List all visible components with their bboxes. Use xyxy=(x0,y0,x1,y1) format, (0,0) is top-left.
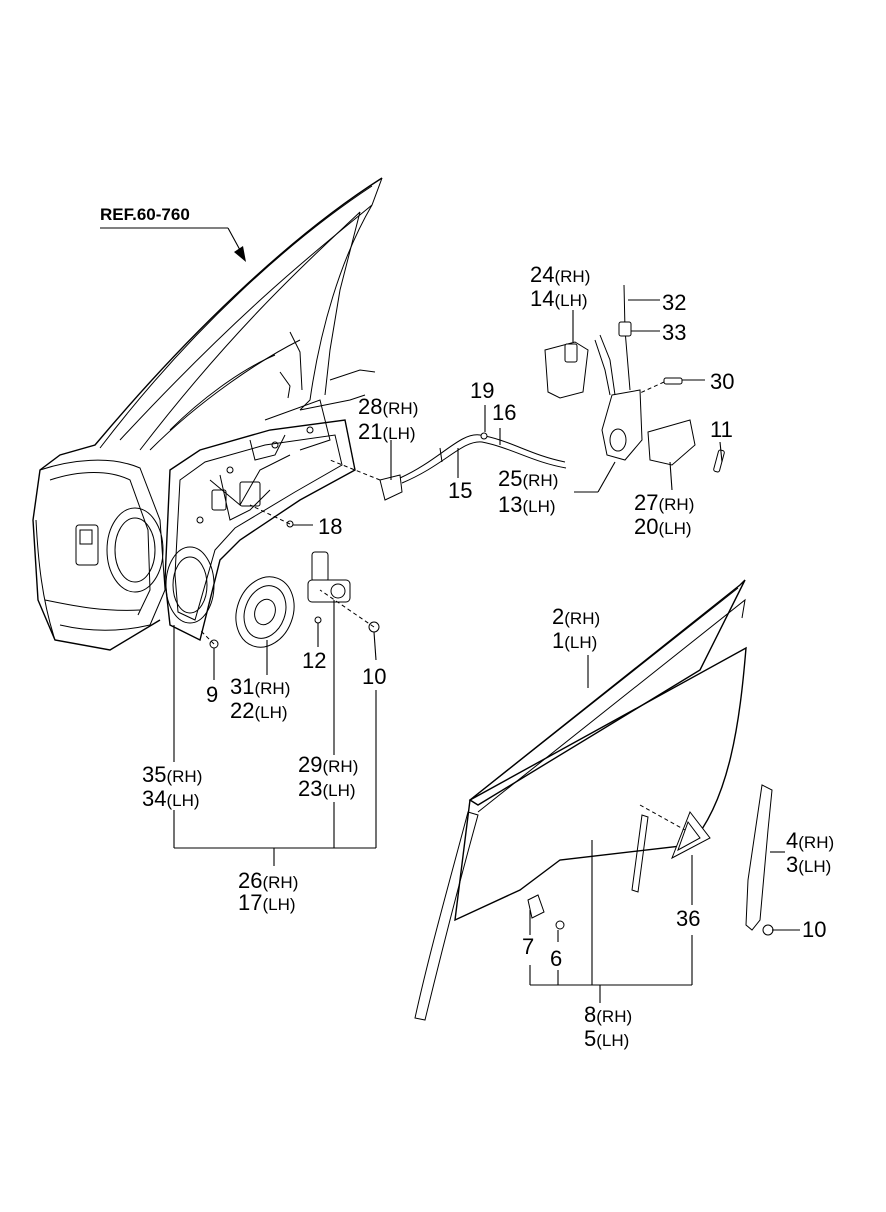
label-3: 3(LH) xyxy=(786,852,831,877)
handle-rods-illustration xyxy=(399,434,567,484)
label-9: 9 xyxy=(206,682,218,707)
inside-handle-illustration xyxy=(379,474,403,501)
label-29: 29(RH) xyxy=(298,752,358,777)
label-30: 30 xyxy=(710,369,734,394)
label-13: 13(LH) xyxy=(498,492,556,517)
glass-channel-illustration xyxy=(631,814,649,893)
label-2: 2(RH) xyxy=(552,604,600,629)
label-21: 21(LH) xyxy=(358,419,416,444)
part-labels: 28(RH) 21(LH) 18 12 10 9 31(RH) 22(LH) 2… xyxy=(142,262,834,1051)
outside-handle-illustration xyxy=(544,341,589,399)
label-1: 1(LH) xyxy=(552,628,597,653)
label-5: 5(LH) xyxy=(584,1026,629,1051)
label-19: 19 xyxy=(470,378,494,403)
label-32: 32 xyxy=(662,290,686,315)
label-23: 23(LH) xyxy=(298,776,356,801)
leader-lines xyxy=(173,299,800,1003)
label-22: 22(LH) xyxy=(230,698,288,723)
reference-pointer xyxy=(100,227,246,262)
label-24: 24(RH) xyxy=(530,262,590,287)
label-20: 20(LH) xyxy=(634,514,692,539)
label-10-right: 10 xyxy=(802,917,826,942)
door-latch-illustration xyxy=(594,284,643,461)
label-34: 34(LH) xyxy=(142,786,200,811)
assembly-dashed-lines xyxy=(199,381,686,831)
lock-cylinder-illustration xyxy=(618,321,632,337)
door-glass-illustration xyxy=(414,579,747,1021)
label-14: 14(LH) xyxy=(530,286,588,311)
label-10-left: 10 xyxy=(362,664,386,689)
label-31: 31(RH) xyxy=(230,674,290,699)
label-6: 6 xyxy=(550,946,562,971)
label-7: 7 xyxy=(522,934,534,959)
label-18: 18 xyxy=(318,514,342,539)
door-module-panel-illustration xyxy=(164,399,356,642)
label-25: 25(RH) xyxy=(498,466,558,491)
delta-cover-illustration xyxy=(671,810,711,860)
label-36: 36 xyxy=(676,906,700,931)
label-11: 11 xyxy=(710,417,733,442)
door-shell-illustration xyxy=(32,177,383,651)
label-15: 15 xyxy=(448,478,472,503)
ref-label: REF.60-760 xyxy=(100,205,190,224)
fasteners-illustration xyxy=(209,377,774,936)
label-26: 26(RH) xyxy=(238,868,298,893)
speaker-illustration xyxy=(235,576,295,648)
label-28: 28(RH) xyxy=(358,394,418,419)
glass-clip-illustration xyxy=(527,894,565,930)
label-12: 12 xyxy=(302,648,326,673)
label-27: 27(RH) xyxy=(634,490,694,515)
label-16: 16 xyxy=(492,400,516,425)
label-8: 8(RH) xyxy=(584,1002,632,1027)
label-33: 33 xyxy=(662,320,686,345)
label-35: 35(RH) xyxy=(142,762,202,787)
rear-channel-illustration xyxy=(745,784,773,931)
window-motor-illustration xyxy=(307,551,351,603)
label-4: 4(RH) xyxy=(786,828,834,853)
latch-cover-illustration xyxy=(647,419,696,466)
label-17: 17(LH) xyxy=(238,890,296,915)
